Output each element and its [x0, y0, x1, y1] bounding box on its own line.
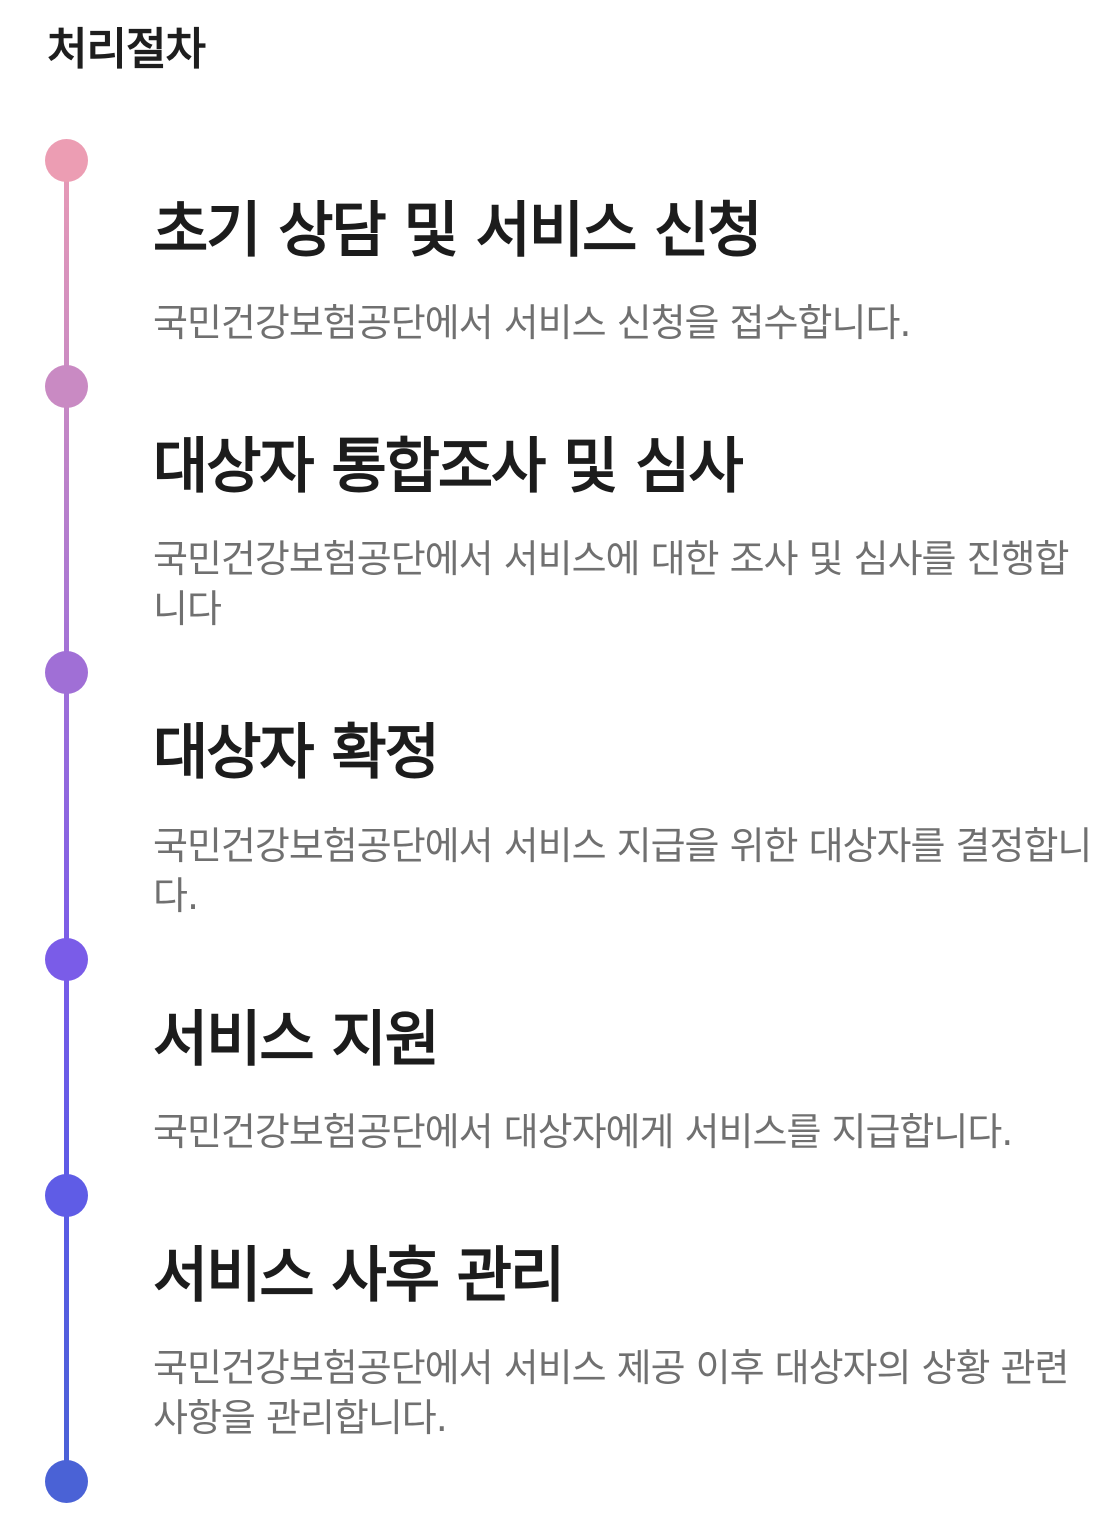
- step-description-3: 국민건강보험공단에서 서비스 지급을 위한 대상자를 결정합니다.: [153, 824, 1092, 918]
- timeline-line: [64, 160, 69, 1482]
- step-title-1: 초기 상담 및 서비스 신청: [153, 196, 763, 266]
- timeline-dot-4: [45, 938, 88, 981]
- timeline-dot-5: [45, 1174, 88, 1217]
- step-description-2: 국민건강보험공단에서 서비스에 대한 조사 및 심사를 진행합니다: [153, 537, 1069, 631]
- step-description-5: 국민건강보험공단에서 서비스 제공 이후 대상자의 상황 관련 사항을 관리합니…: [153, 1346, 1069, 1440]
- step-title-4: 서비스 지원: [153, 1005, 440, 1075]
- step-title-2: 대상자 통합조사 및 심사: [153, 432, 744, 502]
- step-title-5: 서비스 사후 관리: [153, 1241, 565, 1311]
- step-title-3: 대상자 확정: [153, 718, 440, 788]
- page-title: 처리절차: [47, 24, 206, 75]
- step-description-4: 국민건강보험공단에서 대상자에게 서비스를 지급합니다.: [153, 1110, 1013, 1154]
- step-description-1: 국민건강보험공단에서 서비스 신청을 접수합니다.: [153, 301, 911, 345]
- timeline-dot-1: [45, 139, 88, 182]
- timeline-dot-2: [45, 365, 88, 408]
- timeline-dot-6: [45, 1460, 88, 1503]
- timeline-dot-3: [45, 651, 88, 694]
